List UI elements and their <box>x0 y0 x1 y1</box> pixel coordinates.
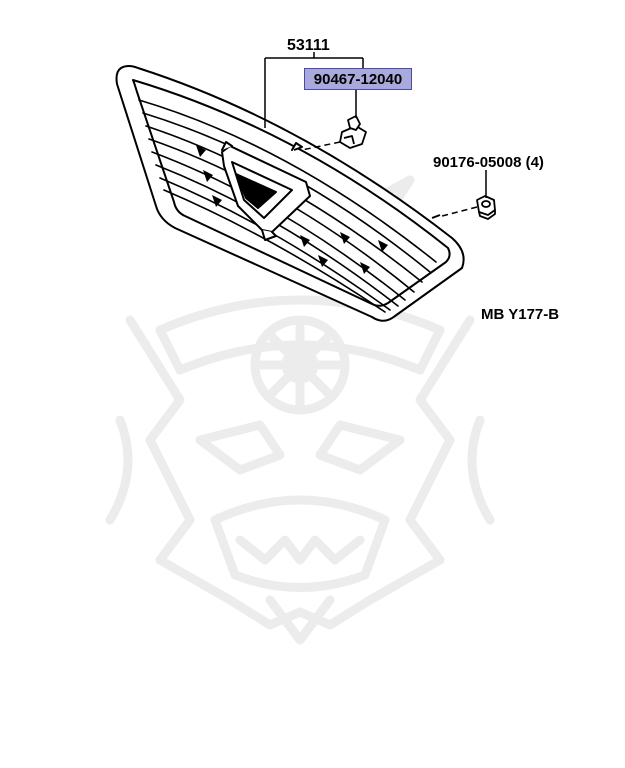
clip-part <box>339 115 367 149</box>
part-number-nut[interactable]: 90176-05008 (4) <box>433 154 544 171</box>
nut-part <box>476 195 496 220</box>
grille-stud <box>293 146 441 219</box>
dashed-lines <box>301 141 478 217</box>
radiator-grille <box>115 65 465 322</box>
samurai-watermark <box>105 175 495 645</box>
part-number-grille[interactable]: 53111 <box>287 37 330 54</box>
diagram-code: MB Y177-B <box>481 306 560 323</box>
part-number-clip-highlighted[interactable]: 90467-12040 <box>304 68 412 90</box>
leader-lines <box>264 52 487 198</box>
